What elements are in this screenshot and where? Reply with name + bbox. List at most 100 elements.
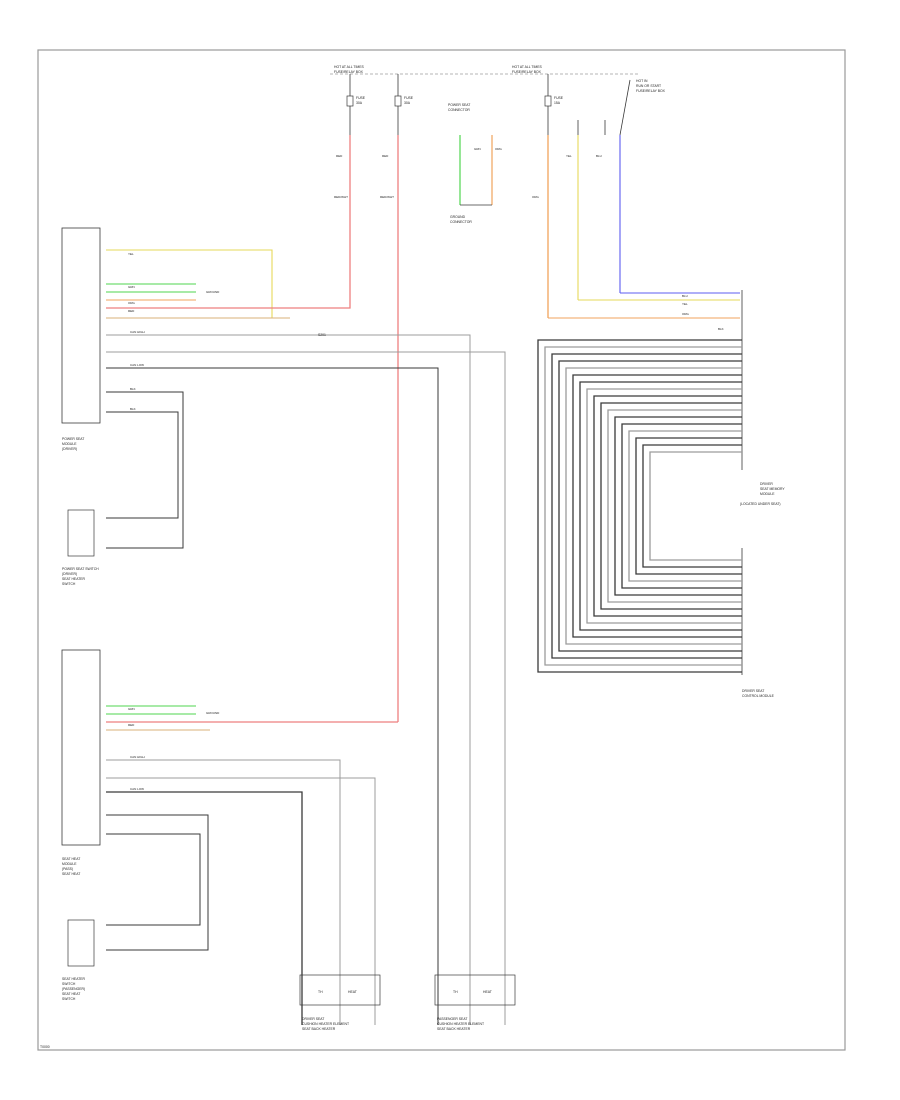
passenger-switch-label-4: SEAT HEAT — [62, 992, 80, 996]
harness-loop — [551, 353, 742, 659]
driver-heater-box — [299, 974, 381, 1006]
passenger-module-label: SEAT HEAT — [62, 857, 80, 861]
driver-module-label-2: MODULE — [62, 442, 77, 446]
wire-org-label-d: ORG — [128, 301, 136, 305]
passenger-seat-module: SEAT HEAT MODULE (PASS) SEAT HEAT GROUND… — [61, 649, 398, 1025]
control-unit-label-3: MODULE — [760, 492, 775, 496]
fuse-box-left-label: HOT AT ALL TIMES — [334, 65, 365, 69]
wire-grn-label-top: GRN — [474, 147, 481, 151]
passenger-switch-label-2: SWITCH — [62, 982, 76, 986]
wire-red-label-e: RED — [128, 723, 135, 727]
driver-module-box — [61, 227, 101, 424]
harness-loop — [544, 346, 742, 666]
passenger-heater-box — [434, 974, 516, 1006]
fuse-b-icon — [394, 95, 402, 107]
passenger-module-label-4: SEAT HEAT — [62, 872, 80, 876]
harness-loop — [607, 409, 742, 603]
top-fuse-boxes: HOT AT ALL TIMES FUSE/RELAY BOX HOT AT A… — [330, 65, 666, 136]
ignition-top-label: HOT IN — [636, 79, 648, 83]
connector-center-label-2: CONNECTOR — [448, 108, 470, 112]
fuse-a-label: FUSE — [356, 96, 366, 100]
driver-switch-label-4: SWITCH — [62, 582, 76, 586]
seat-cushion-right-label: PASSENGER SEAT — [437, 1017, 467, 1021]
ground-top-label-2: CONNECTOR — [450, 220, 472, 224]
harness-loop — [635, 437, 742, 575]
wire-redwht-label-b: RED/WHT — [380, 195, 394, 199]
wire-yel-label-d: YEL — [128, 252, 134, 256]
elem-b-label: HEAT — [348, 990, 357, 994]
fuse-box-left-sublabel: FUSE/RELAY BOX — [334, 70, 364, 74]
harness-loop — [565, 367, 742, 645]
wire-redwht-label-a: RED/WHT — [334, 195, 348, 199]
control-unit-label-4: (LOCATED UNDER SEAT) — [740, 502, 781, 506]
feed-wires: RED RED RED/WHT RED/WHT ORG YEL BLU — [334, 135, 621, 722]
connector-center-label: POWER SEAT — [448, 103, 470, 107]
seat-heater-elements: TH HEAT DRIVER SEAT CUSHION HEATER ELEME… — [299, 974, 516, 1031]
seat-cushion-left-label-3: SEAT BACK HEATER — [302, 1027, 336, 1031]
wire-blk-label-r: BLK — [718, 327, 724, 331]
diagram-border — [37, 49, 846, 1051]
can-low-label: CAN LOW — [130, 363, 144, 367]
harness-loop — [586, 388, 742, 624]
driver-module-label-3: (DRIVER) — [62, 447, 77, 451]
harness-loop — [621, 423, 742, 589]
seat-cushion-left-label-2: CUSHION HEATER ELEMENT — [302, 1022, 349, 1026]
seat-cushion-right-label-2: CUSHION HEATER ELEMENT — [437, 1022, 484, 1026]
seat-cushion-right-label-3: SEAT BACK HEATER — [437, 1027, 471, 1031]
driver-switch-label-2: (DRIVER) — [62, 572, 77, 576]
figure-id: T0000 — [40, 1045, 50, 1049]
wire-blu-label-r: BLU — [682, 294, 688, 298]
wire-blu-label: BLU — [596, 154, 602, 158]
splice-label: S201 — [318, 333, 326, 337]
wire-red-label-b: RED — [382, 154, 389, 158]
harness-loop — [537, 339, 742, 673]
seat-cushion-left-label: DRIVER SEAT — [302, 1017, 324, 1021]
harness-loop — [614, 416, 742, 596]
control-unit-label: DRIVER — [760, 482, 773, 486]
harness-loop — [642, 444, 742, 568]
control-unit-label-2: SEAT MEMORY — [760, 487, 785, 491]
elem-a-label: TH — [318, 990, 323, 994]
passenger-ground-label: GROUND — [206, 711, 220, 715]
wire-red-label-d: RED — [128, 309, 135, 313]
wire-org-label-r: ORG — [682, 312, 690, 316]
harness-loop — [649, 451, 742, 561]
fuse-a-icon — [346, 95, 354, 107]
ground-top-label: GROUND — [450, 215, 466, 219]
wire-org-label-c: ORG — [532, 195, 540, 199]
wire-yel-label: YEL — [566, 154, 572, 158]
harness-loop — [558, 360, 742, 652]
fuse-b-value: 30A — [404, 101, 411, 105]
motor-harness-loops — [537, 339, 742, 673]
seat-memory-module: BLU YEL ORG BLK DRIVER SEAT MEMORY MODUL… — [537, 290, 785, 698]
center-connector: POWER SEAT CONNECTOR GRN ORG GROUND CONN… — [448, 103, 503, 224]
ignition-top-label-3: FUSE/RELAY BOX — [636, 89, 666, 93]
can-high-label-b: CAN HIGH — [130, 755, 145, 759]
harness-loop — [572, 374, 742, 638]
passenger-switch-label-5: SWITCH — [62, 997, 76, 1001]
fuse-c-label: FUSE — [554, 96, 564, 100]
fuse-c-icon — [544, 95, 552, 107]
wire-blk-label-b: BLK — [130, 407, 136, 411]
fuse-b-label: FUSE — [404, 96, 414, 100]
can-low-label-b: CAN LOW — [130, 787, 144, 791]
control-unit-bottom-label-2: CONTROL MODULE — [742, 694, 775, 698]
driver-seat-module: POWER SEAT MODULE (DRIVER) GROUND GRN OR… — [61, 227, 506, 1025]
can-high-label: CAN HIGH — [130, 330, 145, 334]
passenger-module-box — [61, 649, 101, 846]
wire-grn-label-d: GRN — [128, 285, 135, 289]
wire-org-label-top: ORG — [495, 147, 503, 151]
fuse-box-right-sublabel: FUSE/RELAY BOX — [512, 70, 542, 74]
passenger-switch-icon — [67, 919, 95, 967]
harness-loop — [628, 430, 742, 582]
harness-loop — [600, 402, 742, 610]
wire-blk-label-a: BLK — [130, 387, 136, 391]
driver-switch-label-3: SEAT HEATER — [62, 577, 86, 581]
fuse-box-right-label: HOT AT ALL TIMES — [512, 65, 543, 69]
control-unit-bottom-label: DRIVER SEAT — [742, 689, 764, 693]
elem-c-label: TH — [453, 990, 458, 994]
driver-switch-icon — [67, 509, 95, 557]
passenger-switch-label-3: (PASSENGER) — [62, 987, 85, 991]
ignition-top-label-2: RUN OR START — [636, 84, 661, 88]
